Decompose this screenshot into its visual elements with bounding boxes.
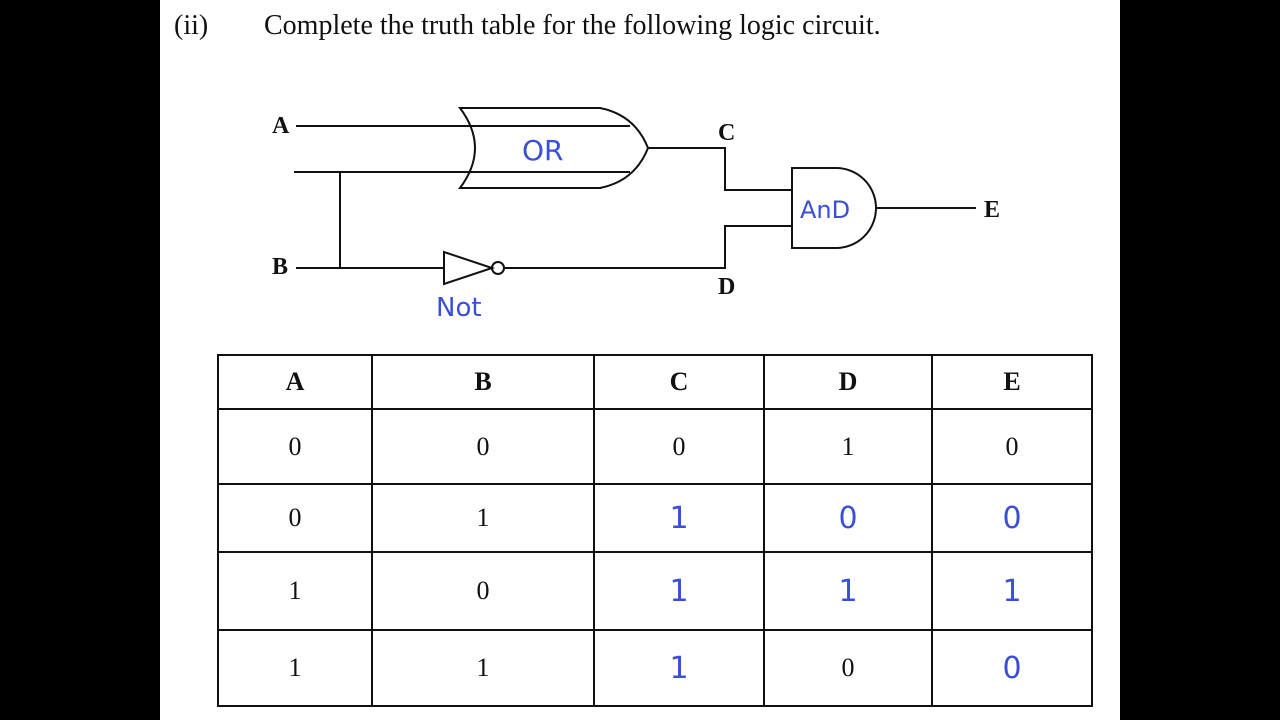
cell-b: 1 bbox=[371, 629, 595, 707]
header-d: D bbox=[763, 354, 933, 410]
cell-c: 0 bbox=[593, 408, 765, 485]
cell-e: 1 bbox=[931, 551, 1093, 631]
printed-value: 0 bbox=[841, 653, 855, 682]
wire-c bbox=[648, 147, 792, 191]
cell-e: 0 bbox=[931, 483, 1093, 553]
or-gate bbox=[458, 107, 650, 189]
table-row: 1 1 1 0 0 bbox=[217, 629, 1093, 707]
handwritten-answer: 0 bbox=[1002, 650, 1022, 686]
table-row: 1 0 1 1 1 bbox=[217, 551, 1093, 631]
wire-d bbox=[504, 225, 792, 269]
handwritten-answer: 0 bbox=[1002, 500, 1022, 536]
cell-a: 0 bbox=[217, 483, 373, 553]
handwritten-answer: 1 bbox=[669, 650, 689, 686]
printed-value: 0 bbox=[672, 431, 686, 461]
printed-value: 0 bbox=[476, 431, 490, 461]
printed-value: 1 bbox=[288, 653, 302, 682]
logic-circuit-diagram: A B C D E OR AnD Not bbox=[272, 107, 1000, 323]
printed-value: 1 bbox=[841, 431, 855, 461]
cell-e: 0 bbox=[931, 408, 1093, 485]
table-row: 0 0 0 1 0 bbox=[217, 408, 1093, 485]
label-a: A bbox=[272, 113, 290, 139]
cell-a: 1 bbox=[217, 629, 373, 707]
cell-d: 1 bbox=[763, 551, 933, 631]
or-gate-note: OR bbox=[522, 134, 564, 167]
truth-table: A B C D E 0 0 0 1 0 0 1 1 0 0 1 0 1 1 1 1 1 1 0 0 bbox=[217, 354, 1093, 707]
cell-c: 1 bbox=[593, 629, 765, 707]
header-a: A bbox=[217, 354, 373, 410]
header-e: E bbox=[931, 354, 1093, 410]
handwritten-answer: 0 bbox=[838, 500, 858, 536]
cell-d: 0 bbox=[763, 483, 933, 553]
label-d: D bbox=[718, 274, 735, 300]
cell-b: 0 bbox=[371, 551, 595, 631]
cell-c: 1 bbox=[593, 551, 765, 631]
question-text: Complete the truth table for the followi… bbox=[264, 10, 881, 41]
label-e: E bbox=[984, 197, 1000, 223]
cell-a: 1 bbox=[217, 551, 373, 631]
cell-d: 0 bbox=[763, 629, 933, 707]
and-gate bbox=[791, 167, 877, 249]
label-c: C bbox=[718, 120, 735, 146]
truth-table-header-row: A B C D E bbox=[217, 354, 1093, 410]
handwritten-answer: 1 bbox=[669, 573, 689, 609]
printed-value: 1 bbox=[476, 653, 490, 682]
not-gate-note: Not bbox=[436, 293, 482, 323]
handwritten-answer: 1 bbox=[838, 573, 858, 609]
cell-b: 1 bbox=[371, 483, 595, 553]
printed-value: 0 bbox=[288, 431, 302, 461]
printed-value: 1 bbox=[476, 503, 490, 532]
printed-value: 1 bbox=[288, 576, 302, 605]
printed-value: 0 bbox=[288, 503, 302, 532]
printed-value: 0 bbox=[1005, 431, 1019, 461]
header-c: C bbox=[593, 354, 765, 410]
header-b: B bbox=[371, 354, 595, 410]
table-row: 0 1 1 0 0 bbox=[217, 483, 1093, 553]
and-gate-note: AnD bbox=[800, 196, 850, 224]
cell-a: 0 bbox=[217, 408, 373, 485]
cell-d: 1 bbox=[763, 408, 933, 485]
handwritten-answer: 1 bbox=[669, 500, 689, 536]
label-b: B bbox=[272, 254, 288, 280]
truth-table-body: 0 0 0 1 0 0 1 1 0 0 1 0 1 1 1 1 1 1 0 0 bbox=[217, 408, 1093, 707]
question-number: (ii) bbox=[174, 10, 209, 41]
cell-c: 1 bbox=[593, 483, 765, 553]
printed-value: 0 bbox=[476, 576, 490, 605]
handwritten-answer: 1 bbox=[1002, 573, 1022, 609]
cell-e: 0 bbox=[931, 629, 1093, 707]
not-gate bbox=[443, 250, 496, 286]
worksheet-page: (ii) Complete the truth table for the fo… bbox=[160, 0, 1120, 720]
cell-b: 0 bbox=[371, 408, 595, 485]
